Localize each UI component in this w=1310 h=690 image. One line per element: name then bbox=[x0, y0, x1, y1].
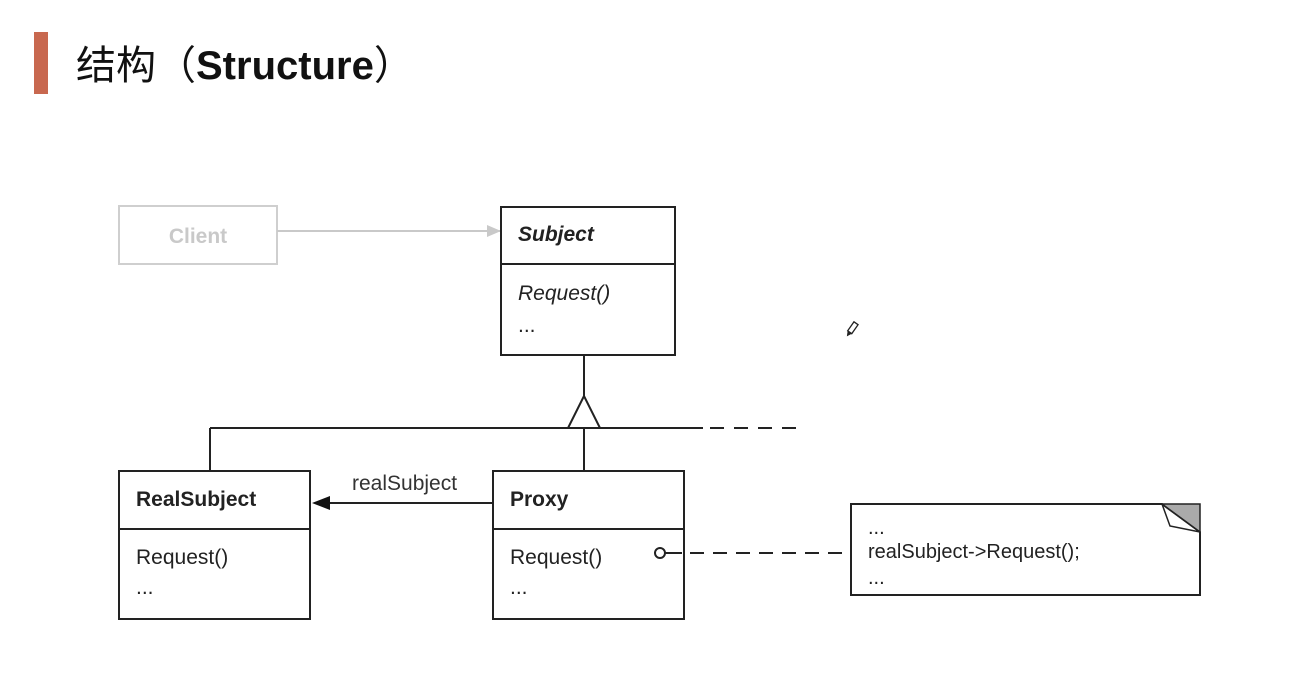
subject-class: Subject Request() ... bbox=[500, 206, 676, 356]
proxy-class: Proxy Request() ... bbox=[492, 470, 685, 620]
realsubject-ellipsis: ... bbox=[136, 576, 154, 599]
realsubject-class: RealSubject Request() ... bbox=[118, 470, 311, 620]
proxy-request-op: Request() bbox=[510, 546, 602, 569]
client-label: Client bbox=[169, 225, 227, 248]
title-close: ） bbox=[373, 43, 414, 89]
proxy-ellipsis: ... bbox=[510, 576, 528, 599]
title-accent-bar bbox=[34, 32, 48, 94]
realsubject-association: realSubject bbox=[312, 472, 493, 510]
note-line-3: ... bbox=[868, 567, 885, 589]
subject-name: Subject bbox=[518, 223, 595, 246]
realsubject-name: RealSubject bbox=[136, 488, 256, 511]
subject-ellipsis: ... bbox=[518, 314, 536, 337]
realsubject-request-op: Request() bbox=[136, 546, 228, 569]
subject-request-op: Request() bbox=[518, 282, 610, 305]
note-connector bbox=[654, 547, 850, 559]
client-class: Client bbox=[118, 205, 278, 265]
proxy-name: Proxy bbox=[510, 488, 569, 511]
page-title: 结构（Structure） bbox=[76, 36, 414, 96]
note-line-1: ... bbox=[868, 517, 885, 539]
implementation-note: ... realSubject->Request(); ... bbox=[850, 503, 1201, 596]
generalization bbox=[209, 355, 798, 471]
note-line-2: realSubject->Request(); bbox=[868, 541, 1080, 563]
association-label: realSubject bbox=[352, 472, 457, 495]
title-cn: 结构（ bbox=[76, 43, 196, 89]
pencil-cursor-icon bbox=[846, 320, 859, 337]
title-en: Structure bbox=[196, 44, 374, 88]
